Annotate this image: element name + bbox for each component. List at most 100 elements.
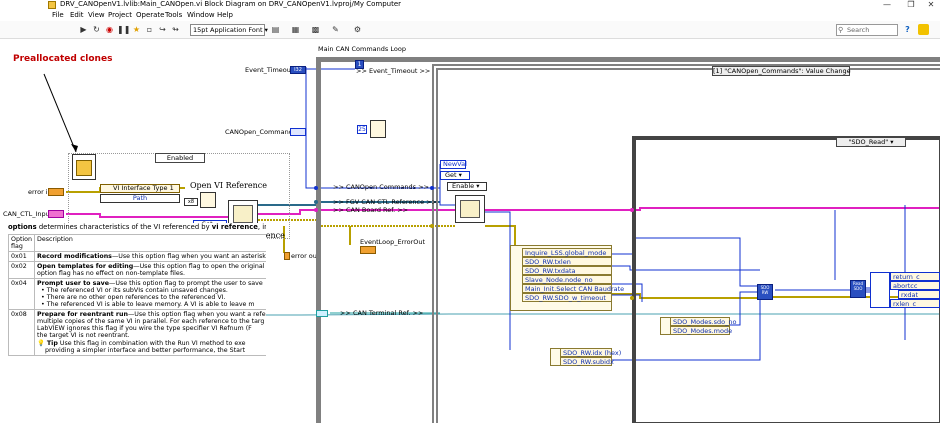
event-loop-error-terminal[interactable] bbox=[360, 246, 376, 254]
row-title: Open templates for editing bbox=[37, 263, 134, 270]
close-button[interactable]: ✕ bbox=[927, 0, 935, 9]
menu-view[interactable]: View bbox=[88, 11, 105, 19]
read-sdo-subvi[interactable]: Read SDO bbox=[850, 280, 866, 298]
pause-icon[interactable]: ❚❚ bbox=[117, 25, 131, 34]
menu-edit[interactable]: Edit bbox=[70, 11, 84, 19]
options-constant[interactable]: x8 bbox=[184, 198, 198, 206]
cleanup-diagram-icon[interactable]: ⚙ bbox=[353, 25, 362, 34]
event-tunnel-error bbox=[430, 224, 434, 228]
output-abort-code: abortcc bbox=[890, 281, 940, 290]
annotation-arrow bbox=[43, 73, 78, 153]
menu-file[interactable]: File bbox=[52, 11, 64, 19]
enabled-enum[interactable]: Enabled bbox=[155, 153, 205, 163]
highlight-execution-icon[interactable]: ★ bbox=[132, 25, 141, 34]
call-by-reference-glyph bbox=[233, 205, 253, 223]
can-terminal-shift-register[interactable] bbox=[316, 310, 328, 317]
run-continuously-icon[interactable]: ↻ bbox=[93, 25, 100, 34]
minimize-button[interactable]: — bbox=[883, 0, 891, 9]
row-extra: the target VI is not reentrant. bbox=[37, 332, 130, 339]
canopen-commands-terminal[interactable] bbox=[290, 128, 306, 136]
enable-enum[interactable]: Enable ▾ bbox=[447, 182, 487, 191]
sdo-case-selector[interactable]: "SDO_Read" ▾ bbox=[836, 137, 906, 147]
path-label: Path bbox=[132, 194, 148, 202]
newval-node[interactable]: NewVal bbox=[440, 160, 467, 169]
run-arrow-icon[interactable]: ▶ bbox=[80, 25, 87, 34]
wait-ms-node[interactable] bbox=[370, 120, 386, 138]
reorder-icon[interactable]: ✎ bbox=[332, 25, 339, 34]
event-structure[interactable] bbox=[432, 64, 940, 423]
field-slave-node: Slave_Node.node_no bbox=[522, 275, 612, 284]
field-sdo-mode: SDO_Modes.mode bbox=[670, 326, 732, 335]
abort-icon[interactable]: ◉ bbox=[106, 25, 113, 34]
row-description: Prepare for reentrant run—Use this optio… bbox=[34, 309, 266, 356]
help-intro: options determines characteristics of th… bbox=[8, 223, 266, 231]
align-objects-icon[interactable]: ▤ bbox=[271, 25, 280, 34]
row-bullet: The referenced VI or its subVIs contain … bbox=[46, 287, 228, 294]
constant-25[interactable]: 25 bbox=[357, 125, 367, 134]
vi-icon[interactable] bbox=[918, 24, 929, 35]
help-icon[interactable]: ? bbox=[905, 25, 910, 34]
tunnel-canopen bbox=[314, 186, 318, 190]
menu-operate[interactable]: Operate bbox=[136, 11, 165, 19]
field-can-baudrate: Main_Init.Select CAN Baudrate bbox=[522, 284, 624, 293]
open-vi-ref-node[interactable] bbox=[200, 192, 216, 208]
row-text: —Use this option flag when you want a re… bbox=[127, 311, 266, 318]
resize-objects-icon[interactable]: ▩ bbox=[311, 25, 320, 34]
output-rxdata: rxdat bbox=[898, 290, 940, 299]
step-into-icon[interactable]: ↪ bbox=[159, 25, 166, 34]
canopen-vi-icon-glyph bbox=[76, 160, 92, 176]
row-extra: LabVIEW ignores this flag if you wire th… bbox=[37, 325, 252, 332]
error-in-label: error in bbox=[28, 188, 52, 196]
table-row: 0x08 Prepare for reentrant run—Use this … bbox=[8, 309, 266, 356]
sdo-case-selector-label: "SDO_Read" bbox=[848, 138, 889, 146]
error-out-terminal[interactable] bbox=[284, 252, 290, 260]
block-diagram[interactable]: Preallocated clones bbox=[0, 40, 940, 423]
maximize-button[interactable]: ❒ bbox=[907, 0, 915, 9]
row-extra: multiple copies of the same VI in parall… bbox=[37, 318, 265, 325]
vi-interface-type-node[interactable]: VI Interface Type 1 bbox=[100, 184, 180, 193]
can-ctl-input-label: CAN_CTL_Input bbox=[3, 210, 53, 218]
output-return-code: return_c bbox=[890, 272, 940, 281]
event-timeout-terminal[interactable]: I32 bbox=[290, 66, 306, 74]
search-input[interactable]: ⚲ Search bbox=[836, 24, 898, 36]
field-sdo-txdata: SDO_RW.txdata bbox=[522, 266, 612, 275]
row-flag: 0x02 bbox=[8, 261, 36, 279]
main-while-loop[interactable] bbox=[316, 57, 940, 423]
row-text: —Use this option flag to prompt the user… bbox=[109, 280, 263, 287]
step-over-icon[interactable]: ↬ bbox=[172, 25, 179, 34]
error-out-label: error out bbox=[291, 252, 320, 260]
labview-app-icon bbox=[48, 1, 56, 9]
loop-iteration-terminal[interactable]: 1 bbox=[355, 60, 364, 69]
font-select[interactable]: 15pt Application Font ▾ bbox=[190, 24, 268, 36]
event-loop-error-label: EventLoop_ErrorOut bbox=[360, 238, 426, 246]
vi-interface-type-label: VI Interface Type 1 bbox=[113, 184, 174, 192]
error-in-terminal[interactable] bbox=[48, 188, 64, 196]
row-flag: 0x01 bbox=[8, 251, 36, 262]
event-case-selector-label: [1] "CANOpen_Commands": Value Change bbox=[713, 67, 851, 75]
row-flag: 0x04 bbox=[8, 278, 36, 310]
can-ctl-input-terminal[interactable] bbox=[48, 210, 64, 218]
tip-label: Tip bbox=[46, 340, 58, 347]
enabled-enum-value: Enabled bbox=[166, 154, 194, 162]
row-title: Prepare for reentrant run bbox=[37, 311, 128, 318]
menu-tools[interactable]: Tools bbox=[165, 11, 183, 19]
distribute-objects-icon[interactable]: ▦ bbox=[291, 25, 300, 34]
table-row: 0x02 Open templates for editing—Use this… bbox=[8, 261, 266, 279]
retain-wire-values-icon[interactable]: ▫ bbox=[146, 25, 153, 34]
tunnel-fgv bbox=[314, 200, 318, 204]
menu-window[interactable]: Window bbox=[187, 11, 215, 19]
menu-project[interactable]: Project bbox=[108, 11, 132, 19]
col-option-flag: Option flag bbox=[8, 234, 36, 252]
canopen-vi-icon[interactable] bbox=[72, 154, 96, 180]
row-description: Record modifications—Use this option fla… bbox=[34, 251, 266, 262]
output-bundle[interactable] bbox=[870, 272, 890, 308]
menu-help[interactable]: Help bbox=[217, 11, 233, 19]
get-property-node[interactable]: Get ▾ bbox=[440, 171, 470, 180]
event-case-selector[interactable]: [1] "CANOpen_Commands": Value Change bbox=[712, 66, 851, 76]
row-flag: 0x08 bbox=[8, 309, 36, 356]
search-placeholder: Search bbox=[847, 26, 870, 34]
inner-call-by-ref-node[interactable] bbox=[455, 195, 485, 223]
col-description: Description bbox=[34, 234, 266, 252]
path-node[interactable]: Path bbox=[100, 194, 180, 203]
